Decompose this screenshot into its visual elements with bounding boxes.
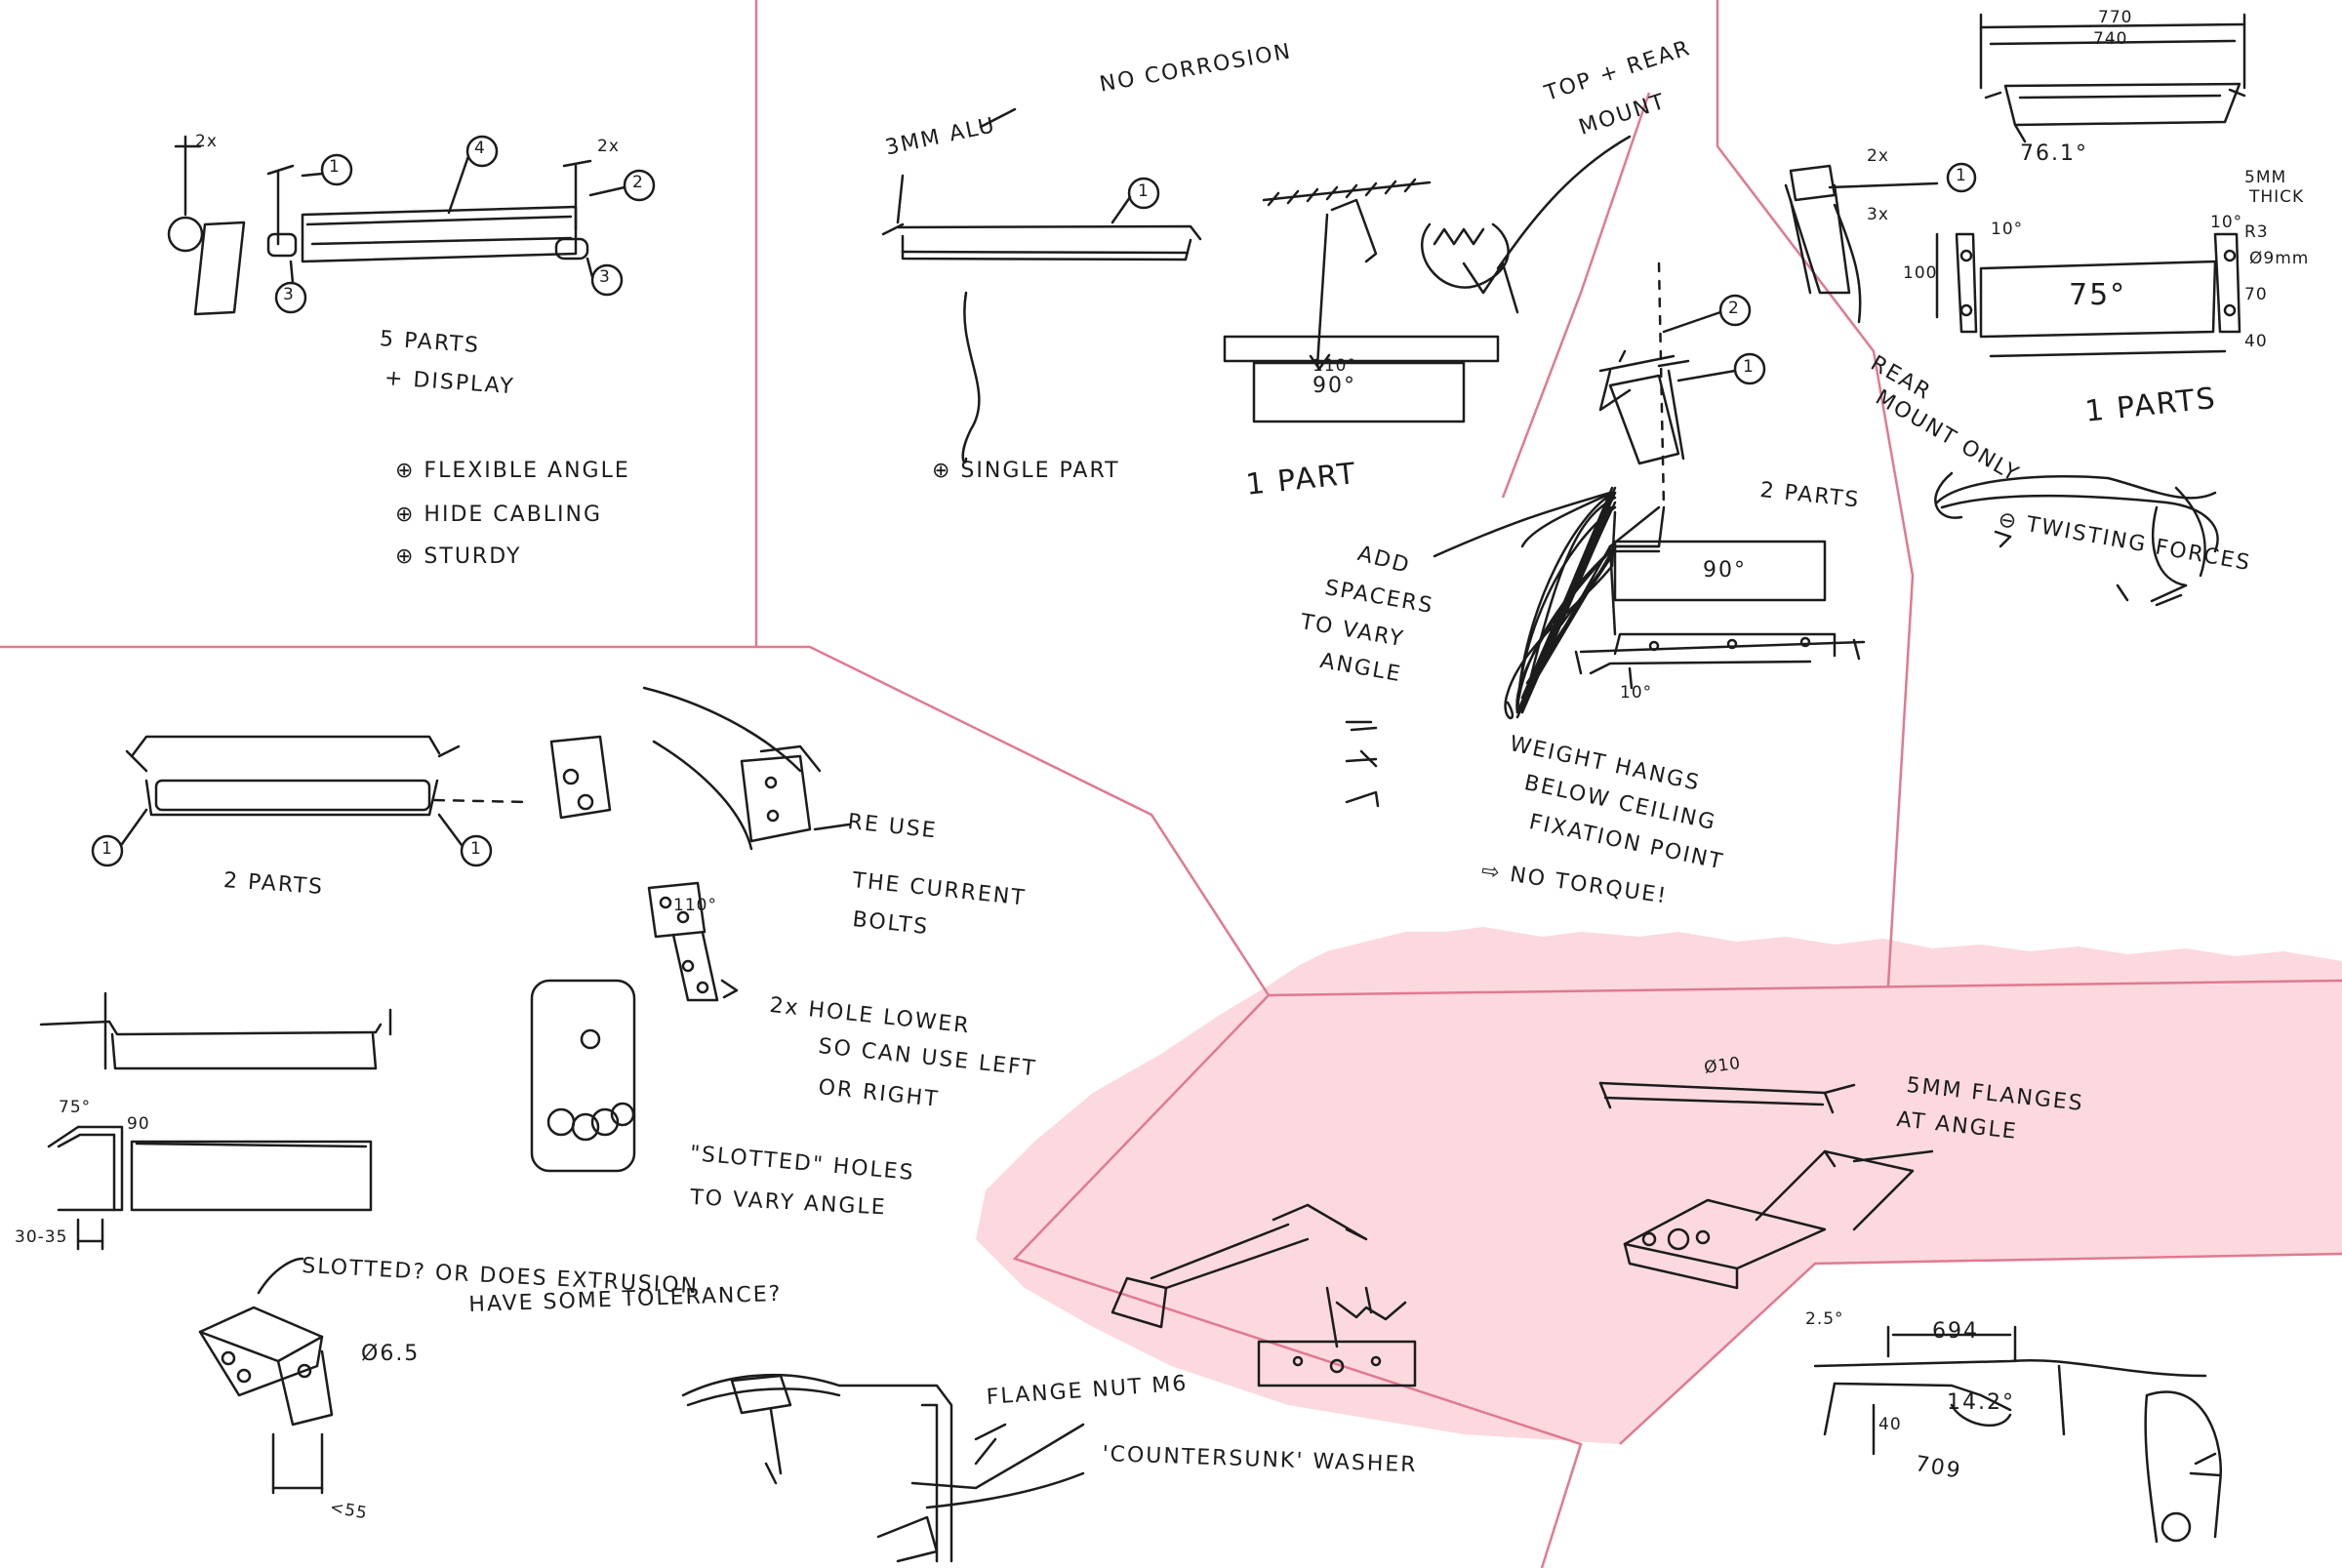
p5-phi65: Ø6.5 (361, 1342, 421, 1366)
p4-dim-740: 740 (2093, 29, 2128, 49)
p4-thick-5mm: 5MM (2244, 168, 2287, 187)
p2-callout-1: 1 (1138, 181, 1150, 201)
p5-angle-90: 90 (127, 1114, 150, 1134)
p5-callout-1a: 1 (101, 839, 113, 859)
p4-thick: THICK (2249, 187, 2305, 207)
panel2-sketch (881, 107, 1632, 463)
p4-mult-2x: 2x (1867, 146, 1889, 166)
panel3-sketch (1345, 261, 1866, 808)
p1-callout-3b: 3 (599, 267, 611, 287)
p5-callout-1b: 1 (470, 839, 482, 859)
p1-callout-4: 4 (474, 139, 486, 158)
p4-dim-40: 40 (2244, 332, 2268, 351)
p2-angle-90: 90° (1312, 374, 1356, 398)
p1-mult-right: 2x (597, 137, 620, 156)
p1-mult-left: 2x (195, 132, 218, 151)
p3-callout-2: 2 (1728, 299, 1740, 318)
p3-angle-90: 90° (1703, 558, 1747, 583)
p1-callout-3a: 3 (283, 285, 295, 304)
p7-dim-40: 40 (1878, 1415, 1902, 1434)
p3-angle-10: 10° (1620, 683, 1653, 703)
panel5-sketch (39, 686, 1085, 1563)
p4-angle-761: 76.1° (2020, 141, 2088, 166)
p1-pro-flexible: ⊕ FLEXIBLE ANGLE (395, 459, 630, 483)
p4-dim-770: 770 (2098, 8, 2133, 27)
p1-callout-2: 2 (632, 173, 644, 192)
p2-angle-110: 110° (1312, 356, 1356, 376)
panel7-sketch (1813, 1325, 2222, 1544)
p2-single-part: ⊕ SINGLE PART (932, 459, 1120, 483)
p4-angle-75: 75° (2069, 278, 2127, 312)
panel6-sketch (1110, 1081, 1934, 1387)
p4-dim-70: 70 (2244, 285, 2268, 304)
p3-callout-1: 1 (1743, 357, 1755, 377)
p4-phi9: Ø9mm (2249, 249, 2310, 268)
p4-mult-3x: 3x (1867, 205, 1889, 224)
panel4-sketch (1784, 13, 2246, 607)
p7-angle-142: 14.2° (1947, 1390, 2015, 1415)
p4-angle-10a: 10° (1991, 220, 2024, 239)
p1-pro-cabling: ⊕ HIDE CABLING (395, 503, 603, 527)
p7-angle-25: 2.5° (1805, 1309, 1844, 1329)
p5-angle-75: 75° (59, 1098, 92, 1117)
p4-callout-1: 1 (1956, 166, 1967, 185)
p4-angle-10b: 10° (2210, 213, 2243, 232)
p1-pro-sturdy: ⊕ STURDY (395, 544, 522, 569)
highlight-region (976, 927, 2342, 1444)
p4-dim-100: 100 (1903, 263, 1938, 283)
p4-r3: R3 (2244, 222, 2269, 242)
p5-angle-110: 110° (673, 896, 717, 915)
p7-dim-694: 694 (1932, 1319, 1979, 1344)
p1-callout-1: 1 (329, 157, 341, 177)
panel1-sketch (167, 135, 656, 316)
p5-dim-3035: 30-35 (15, 1227, 68, 1247)
